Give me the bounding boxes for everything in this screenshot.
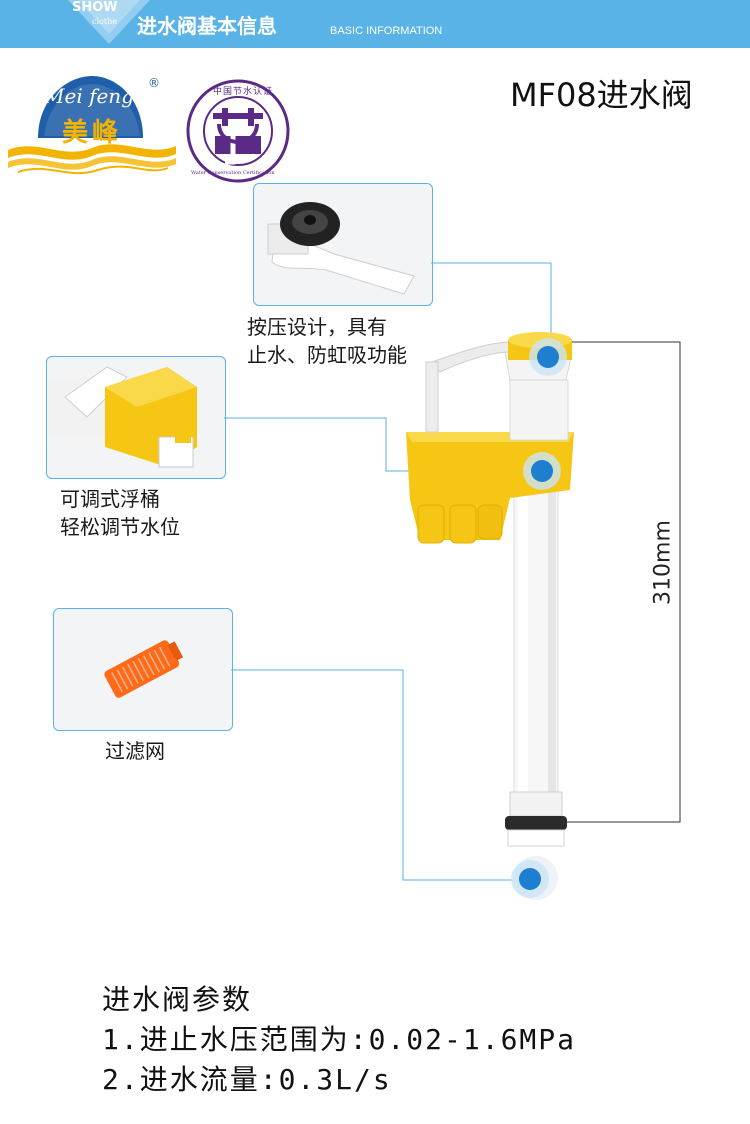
section-subtitle: BASIC INFORMATION — [330, 25, 443, 37]
marker-dot — [519, 868, 541, 890]
dimension-bracket — [566, 341, 681, 823]
feature-text-push: 按压设计，具有 止水、防虹吸功能 — [247, 313, 407, 369]
feature-text-float: 可调式浮桶 轻松调节水位 — [60, 485, 180, 541]
dimension-value: 310mm — [650, 520, 676, 605]
registered-mark: ® — [148, 76, 160, 90]
callout-line-push — [431, 262, 552, 352]
filter-image — [104, 640, 184, 698]
dimension-label: 310mm — [640, 520, 680, 610]
water-conservation-seal: 中国节水认证 Water Conservation Certification — [185, 78, 291, 184]
photo-filter — [53, 608, 233, 731]
param-item: 1.进止水压范围为:0.02-1.6MPa — [102, 1023, 577, 1056]
product-title: MF08进水阀 — [510, 76, 693, 114]
badge-shape — [68, 0, 150, 44]
feature-line: 止水、防虹吸功能 — [247, 343, 407, 367]
section-title: 进水阀基本信息 — [137, 14, 277, 38]
feature-text-filter: 过滤网 — [105, 737, 165, 765]
brand-logo: Mei feng ® 美峰 — [8, 68, 176, 180]
photo-push-button — [253, 183, 433, 306]
feature-line: 过滤网 — [105, 739, 165, 763]
photo-float-cup — [46, 356, 226, 479]
marker-dot — [531, 460, 553, 482]
show-badge — [58, 0, 154, 48]
param-item: 2.进水流量:0.3L/s — [102, 1063, 392, 1096]
seal-bottom-text: Water Conservation Certification — [191, 170, 275, 176]
callout-line-filter — [231, 669, 528, 881]
badge-show-text: SHOW — [72, 0, 118, 15]
seal-top-text: 中国节水认证 — [213, 87, 274, 97]
feature-line: 可调式浮桶 — [60, 487, 160, 511]
feature-line: 按压设计，具有 — [247, 315, 387, 339]
header-bar: SHOW clothe 进水阀基本信息 BASIC INFORMATION — [0, 0, 750, 48]
float-cup-image — [47, 366, 197, 468]
feature-line: 轻松调节水位 — [60, 515, 180, 539]
marker-dot — [537, 346, 559, 368]
parameters-block: 进水阀参数 1.进止水压范围为:0.02-1.6MPa 2.进水流量:0.3L/… — [102, 980, 576, 1100]
params-heading: 进水阀参数 — [102, 983, 253, 1016]
badge-clothe-text: clothe — [92, 17, 117, 26]
brand-latin: Mei feng — [44, 84, 134, 108]
push-lever-image — [267, 202, 415, 295]
brand-cn: 美峰 — [62, 118, 123, 148]
